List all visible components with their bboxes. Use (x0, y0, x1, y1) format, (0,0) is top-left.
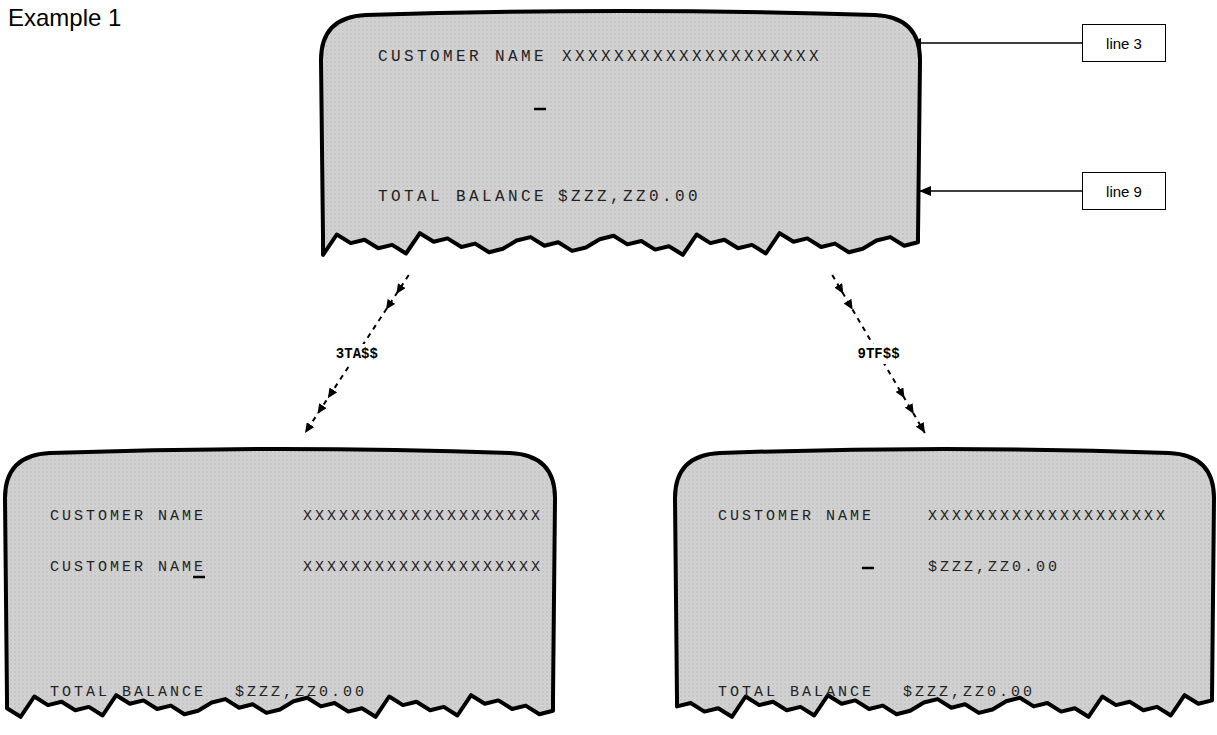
transition-arrow (832, 275, 925, 433)
screen-field: CUSTOMER NAME (378, 47, 547, 67)
figure-title: Example 1 (8, 4, 121, 32)
leader-arrow (909, 42, 1082, 44)
screen-field: $ZZZ,ZZ0.00 (903, 683, 1035, 703)
screen-face (321, 11, 920, 255)
screen-display: CUSTOMER NAME XXXXXXXXXXXXXXXXXXXX $ZZZ,ZZ… (672, 443, 1217, 735)
screen-display: CUSTOMER NAME XXXXXXXXXXXXXXXXXXXX TOTAL B… (318, 5, 923, 273)
command-code: 3TA$$ (333, 344, 381, 364)
screen-field: CUSTOMER NAME (50, 558, 206, 578)
screen-field: $ZZZ,ZZ0.00 (235, 683, 367, 703)
screen-display: CUSTOMER NAME XXXXXXXXXXXXXXXXXXXX CUSTOME… (2, 443, 558, 735)
screen-field: TOTAL BALANCE (50, 683, 206, 703)
screen-field: CUSTOMER NAME (718, 507, 874, 527)
screen-field: TOTAL BALANCE (718, 683, 874, 703)
screen-field: $ZZZ,ZZ0.00 (928, 558, 1060, 578)
screen-field: TOTAL BALANCE (378, 187, 547, 207)
cursor-mark (193, 576, 205, 579)
screen-field: XXXXXXXXXXXXXXXXXXXX (303, 558, 543, 578)
callout-label: line 3 (1106, 35, 1142, 52)
screen-field: XXXXXXXXXXXXXXXXXXXX (303, 507, 543, 527)
screen-outline (318, 5, 923, 273)
callout-box: line 3 (1082, 24, 1166, 62)
leader-arrow (919, 190, 1082, 192)
transition-arrow (305, 275, 409, 433)
cursor-mark (862, 567, 874, 570)
screen-field: $ZZZ,ZZ0.00 (558, 187, 701, 207)
cursor-mark (534, 108, 546, 111)
command-code: 9TF$$ (855, 344, 903, 364)
screen-field: XXXXXXXXXXXXXXXXXXXX (928, 507, 1168, 527)
screen-field: XXXXXXXXXXXXXXXXXXXX (562, 47, 822, 67)
screen-face (5, 449, 555, 717)
screen-field: CUSTOMER NAME (50, 507, 206, 527)
screen-face (675, 449, 1214, 717)
callout-box: line 9 (1082, 172, 1166, 210)
callout-label: line 9 (1106, 183, 1142, 200)
